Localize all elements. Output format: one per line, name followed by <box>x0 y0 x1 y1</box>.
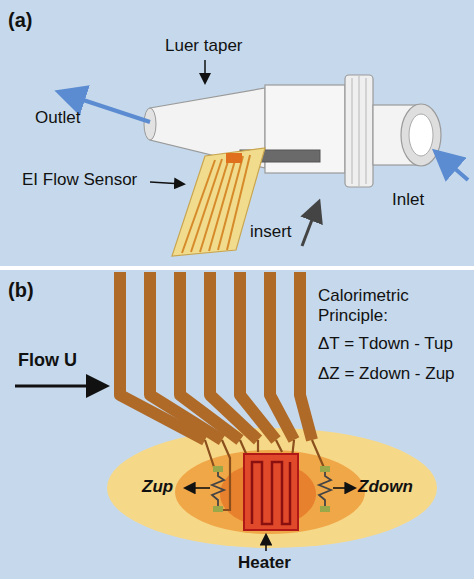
panel-letter: (b) <box>8 278 34 302</box>
heater-symbol <box>244 454 298 530</box>
signal-name: Zdown <box>358 477 413 497</box>
part-name: Luer taper <box>165 36 243 56</box>
pad <box>320 506 330 512</box>
part-name: Heater <box>238 553 291 573</box>
flow-direction-label: Inlet <box>392 190 424 210</box>
heat-zone-middle <box>175 450 365 534</box>
panel-divider <box>0 266 474 270</box>
signal-name: Zup <box>142 477 173 497</box>
heat-zone-outer <box>107 428 437 548</box>
pad <box>213 506 223 512</box>
leader-line <box>265 536 267 551</box>
insert-arrow <box>302 204 318 246</box>
part-name: EI Flow Sensor <box>22 170 137 190</box>
copper-traces <box>120 272 312 440</box>
flow-direction-label: Outlet <box>35 108 80 128</box>
pad <box>213 466 223 472</box>
principle-title: Calorimetric Principle: <box>318 286 468 327</box>
leader-line <box>204 60 206 82</box>
leader-line <box>333 487 354 489</box>
panel-b <box>0 270 474 579</box>
equation: ΔZ = Zdown - Zup <box>318 364 455 384</box>
leader-line <box>150 182 183 184</box>
action-label: insert <box>250 222 292 242</box>
luer-device <box>144 75 441 187</box>
panel-a <box>0 0 474 266</box>
leader-line <box>186 487 210 489</box>
flow-arrow <box>15 385 104 388</box>
flow-label: Flow U <box>18 350 77 372</box>
equation: ΔT = Tdown - Tup <box>318 334 453 354</box>
pad <box>320 466 330 472</box>
panel-letter: (a) <box>8 8 32 32</box>
inlet-arrow <box>438 154 468 180</box>
